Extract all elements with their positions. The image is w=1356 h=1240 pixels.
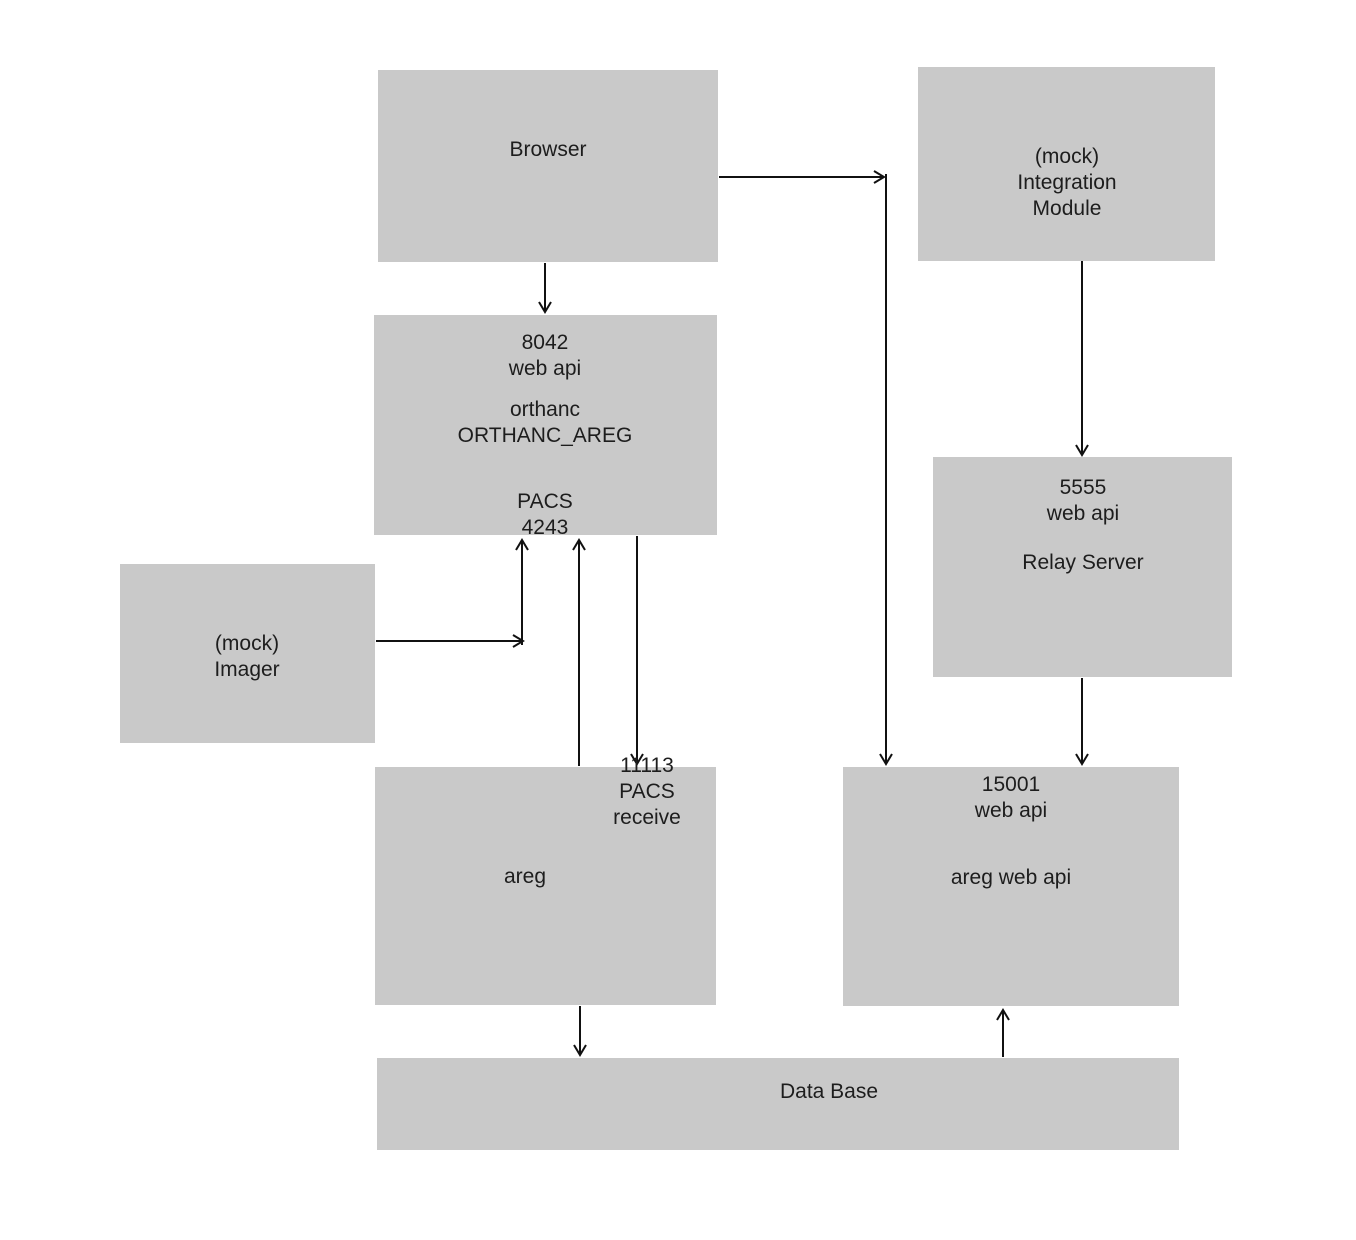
relay-name-label: Relay Server <box>1022 551 1144 574</box>
relay-port-label: 5555 web api <box>1046 476 1120 525</box>
orthanc-pacs-port-label: PACS 4243 <box>517 490 573 539</box>
browser-label: Browser <box>509 138 587 161</box>
box-integration-module: (mock) Integration Module <box>918 67 1215 261</box>
database-label: Data Base <box>779 1080 879 1103</box>
box-browser: Browser <box>378 70 718 262</box>
box-imager: (mock) Imager <box>120 564 375 743</box>
orthanc-name-label: orthanc ORTHANC_AREG <box>457 398 633 447</box>
orthanc-web-api-port-label: 8042 web api <box>508 331 582 380</box>
areg-web-api-port-label: 15001 web api <box>974 773 1048 822</box>
box-areg-web-api: 15001 web api areg web api <box>843 767 1179 1006</box>
box-orthanc: 8042 web api orthanc ORTHANC_AREG PACS 4… <box>374 315 717 539</box>
areg-web-api-name-label: areg web api <box>950 866 1072 889</box>
box-database: Data Base <box>377 1058 1179 1150</box>
areg-pacs-receive-port-label: 11113 PACS receive <box>613 754 681 829</box>
box-areg: 11113 PACS receive areg <box>375 754 716 1005</box>
integration-module-label: (mock) Integration Module <box>1017 145 1117 220</box>
imager-label: (mock) Imager <box>214 632 280 681</box>
box-relay-server: 5555 web api Relay Server <box>933 457 1232 677</box>
areg-name-label: areg <box>503 865 547 888</box>
